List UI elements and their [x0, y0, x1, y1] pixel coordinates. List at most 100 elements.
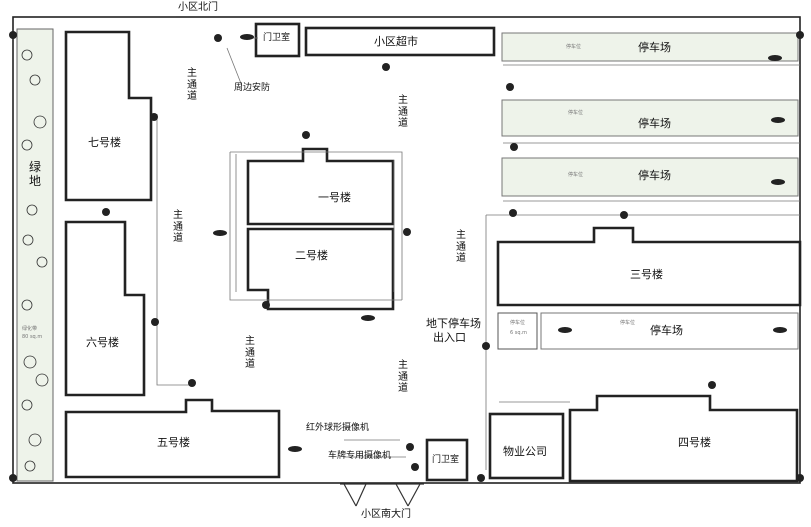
building-6	[64, 220, 146, 397]
dome-camera-icon	[796, 474, 804, 482]
green-area	[16, 28, 54, 482]
dome-camera-icon	[9, 31, 17, 39]
bullet-camera-icon	[558, 327, 572, 333]
dome-camera-icon	[411, 463, 419, 471]
parking-lot-2	[501, 99, 799, 137]
building-1	[246, 147, 395, 226]
shrub-icon	[36, 256, 48, 268]
south-gate	[340, 483, 424, 507]
dome-camera-icon	[403, 228, 411, 236]
dome-camera-icon	[796, 31, 804, 39]
building-4	[568, 394, 799, 483]
north-gate-label: 小区北门	[178, 2, 218, 13]
dome-camera-icon	[302, 131, 310, 139]
dome-camera-icon	[262, 301, 270, 309]
parking-lot-3-label: 停车场	[638, 169, 671, 182]
bullet-camera-icon	[213, 230, 227, 236]
south-gate-label: 小区南大门	[361, 509, 411, 520]
bullet-camera-icon	[771, 179, 785, 185]
parking-lot-2-note: 停车位	[568, 110, 584, 116]
shrub-icon	[26, 204, 38, 216]
shrub-icon	[22, 234, 34, 246]
guard-room-south	[425, 438, 469, 482]
green-area-note: 绿化带	[22, 326, 38, 332]
building-7	[64, 30, 153, 202]
parking-lot-3-note: 停车位	[568, 172, 584, 178]
dome-camera-icon	[506, 83, 514, 91]
parking-lot-4	[540, 312, 799, 350]
dome-camera-icon	[9, 474, 17, 482]
building-5-label: 五号楼	[157, 436, 190, 449]
dome-camera-icon	[382, 63, 390, 71]
green-area-size: 80 sq.m	[22, 334, 43, 340]
main-road-label: 主通道	[173, 210, 183, 244]
property-company	[488, 412, 565, 480]
shrub-icon	[21, 49, 33, 61]
dome-camera-icon	[620, 211, 628, 219]
building-2-label: 二号楼	[295, 249, 328, 262]
shrub-icon	[21, 139, 33, 151]
bullet-camera-icon	[768, 55, 782, 61]
bullet-camera-icon	[773, 327, 787, 333]
booth-note: 停车位	[510, 320, 526, 326]
shrub-icon	[21, 299, 33, 311]
building-3	[496, 226, 802, 307]
guard-room-north-label: 门卫室	[263, 33, 291, 43]
parking-lot-1-label: 停车场	[638, 41, 671, 54]
building-2	[246, 227, 395, 311]
supermarket	[304, 26, 496, 57]
guard-room-south-label: 门卫室	[432, 455, 460, 465]
parking-lot-3	[501, 157, 799, 197]
building-1-label: 一号楼	[318, 191, 351, 204]
shrub-icon	[23, 355, 37, 369]
infrared-dome-camera-label: 红外球形摄像机	[306, 423, 370, 433]
main-road-label: 主通道	[187, 68, 197, 102]
building-5	[64, 398, 281, 479]
parking-lot-1	[501, 32, 799, 62]
dome-camera-icon	[102, 208, 110, 216]
supermarket-label: 小区超市	[374, 35, 418, 48]
building-3-label: 三号楼	[630, 268, 663, 281]
shrub-icon	[28, 433, 42, 447]
dome-camera-icon	[477, 474, 485, 482]
dome-camera-icon	[708, 381, 716, 389]
dome-camera-icon	[406, 443, 414, 451]
main-road-label: 主通道	[245, 336, 255, 370]
main-road-label: 主通道	[398, 95, 408, 129]
main-road-label: 主通道	[398, 360, 408, 394]
shrub-icon	[21, 399, 33, 411]
bullet-camera-icon	[288, 446, 302, 452]
dome-camera-icon	[509, 209, 517, 217]
perimeter-security-label: 周边安防	[234, 83, 271, 93]
dome-camera-icon	[150, 113, 158, 121]
parking-lot-1-note: 停车位	[566, 44, 582, 50]
building-4-label: 四号楼	[678, 436, 711, 449]
main-road-label: 主通道	[456, 230, 466, 264]
parking-lot-4-label: 停车场	[650, 324, 683, 337]
dome-camera-icon	[214, 34, 222, 42]
bullet-camera-icon	[361, 315, 375, 321]
shrub-icon	[35, 373, 49, 387]
dome-camera-icon	[188, 379, 196, 387]
guard-room-north	[254, 22, 301, 58]
parking-lot-4-note: 停车位	[620, 320, 636, 326]
shrub-icon	[33, 115, 47, 129]
green-area-label: 绿地	[28, 160, 41, 189]
plate-camera-label: 车牌专用摄像机	[328, 451, 392, 461]
dome-camera-icon	[510, 143, 518, 151]
underground-parking-label-2: 出入口	[433, 331, 466, 344]
bullet-camera-icon	[771, 117, 785, 123]
building-7-label: 七号楼	[88, 136, 121, 149]
parking-lot-2-label: 停车场	[638, 117, 671, 130]
dome-camera-icon	[151, 318, 159, 326]
dome-camera-icon	[482, 342, 490, 350]
shrub-icon	[24, 460, 36, 472]
property-company-label: 物业公司	[503, 445, 547, 458]
parking-lot-4-booth	[497, 312, 538, 350]
underground-parking-label: 地下停车场	[426, 317, 481, 330]
building-6-label: 六号楼	[86, 336, 119, 349]
booth-size: 6 sq.m	[510, 330, 528, 336]
shrub-icon	[29, 74, 41, 86]
bullet-camera-icon	[240, 34, 254, 40]
